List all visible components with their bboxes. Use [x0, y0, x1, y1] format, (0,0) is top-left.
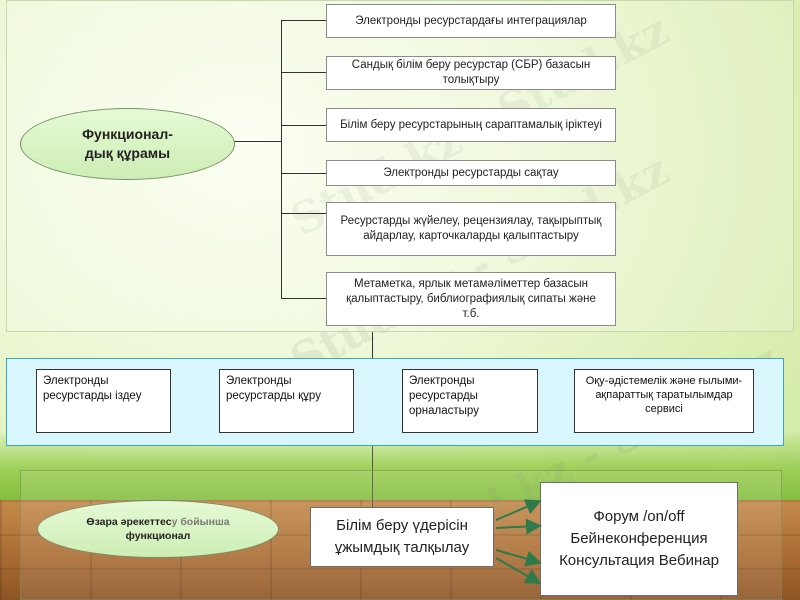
service-box: Электронды ресурстарды іздеу [36, 369, 171, 433]
service-box: Оқу-әдістемелік және ғылыми-ақпараттық т… [574, 369, 754, 433]
composition-item: Сандық білім беру ресурстар (СБР) базасы… [326, 56, 616, 90]
service-box: Электронды ресурстарды құру [219, 369, 354, 433]
arrow [495, 499, 542, 521]
arrows-to-tools [495, 499, 542, 584]
tools-box: Форум /on/off Бейнеконференция Консульта… [540, 482, 738, 596]
composition-item: Білім беру ресурстарының сараптамалық ір… [326, 108, 616, 142]
connector [372, 446, 373, 512]
connector [234, 141, 282, 142]
service-box: Электронды ресурстарды орналастыру [402, 369, 538, 433]
arrow [495, 518, 542, 535]
connector [372, 332, 373, 358]
composition-item: Метаметка, ярлык метамәліметтер базасын … [326, 272, 616, 326]
interaction-title-line1: Өзара әрекеттесу бойынша [86, 515, 229, 529]
connector [281, 213, 326, 214]
connector [281, 20, 326, 21]
composition-item: Электронды ресурстарды сақтау [326, 160, 616, 186]
process-box: Білім беру үдерісін ұжымдық талқылау [310, 507, 494, 567]
arrow [495, 549, 542, 567]
interaction-ellipse: Өзара әрекеттесу бойынша функционал [37, 500, 279, 558]
interaction-title-part2: у бойынша [171, 516, 230, 528]
interaction-title-line2: функционал [125, 530, 191, 542]
connector [281, 298, 326, 299]
connector [281, 72, 326, 73]
composition-ellipse: Функционал- дық құрамы [20, 108, 235, 180]
composition-item: Электронды ресурстардағы интеграциялар [326, 4, 616, 38]
interaction-title-part1: Өзара әрекеттес [86, 516, 172, 528]
composition-item: Ресурстарды жүйелеу, рецензиялау, тақыры… [326, 202, 616, 256]
connector [281, 173, 326, 174]
connector [281, 125, 326, 126]
arrow [495, 557, 542, 584]
connector [281, 20, 282, 299]
